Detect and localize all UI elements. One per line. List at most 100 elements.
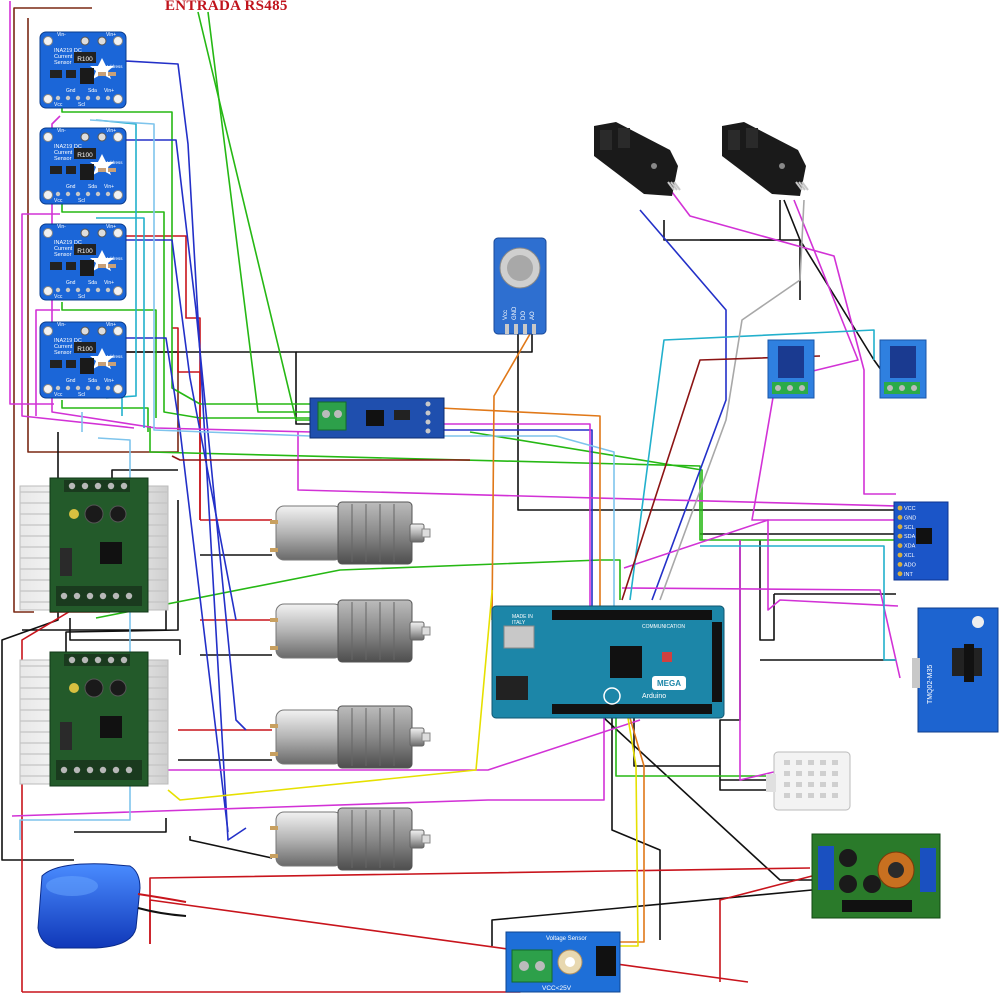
pin-label: Sda (88, 280, 97, 286)
wire-green (615, 718, 782, 777)
mount-hole (972, 616, 984, 628)
terminal-screw (125, 592, 133, 600)
sensor-title-line1: INA219 DC (54, 338, 82, 344)
vent-slot (808, 760, 814, 765)
header-pin (105, 287, 111, 293)
mount-hole (113, 132, 123, 142)
vent-slot (820, 793, 826, 798)
ic-chip (80, 68, 94, 84)
terminal-screw (68, 656, 76, 664)
motor-terminal (270, 618, 278, 622)
shunt-resistor (74, 148, 96, 159)
wire-magenta (623, 519, 899, 611)
wire-blue (440, 429, 593, 608)
terminal-screw (799, 385, 805, 391)
header-pin (65, 95, 71, 101)
pin-label: Vin+ (104, 88, 114, 94)
arduino-model: MEGA (657, 679, 681, 688)
vent-slot (808, 793, 814, 798)
wire-black (603, 717, 812, 881)
pin-label: Scl (78, 294, 85, 300)
relay-cube (890, 346, 916, 378)
wire-black (189, 836, 273, 859)
header-pin (897, 571, 903, 577)
wire-green (61, 106, 312, 405)
terminal-screw (887, 385, 893, 391)
wire-green (207, 11, 312, 413)
pin-label: Sda (88, 88, 97, 94)
terminal-screw (322, 410, 330, 418)
terminal-screw (787, 385, 793, 391)
chip (50, 262, 62, 270)
wire-red (112, 235, 201, 520)
header-pin (95, 287, 101, 293)
pin-label: Scl (78, 102, 85, 108)
battery-lead-black (137, 907, 187, 917)
header-pin (85, 191, 91, 197)
header-pin (65, 385, 71, 391)
header-pin (65, 191, 71, 197)
pin-label: Vin- (57, 32, 66, 38)
dc-motor-1 (270, 501, 431, 565)
pin-label: Scl (78, 198, 85, 204)
terminal-screw (81, 656, 89, 664)
motor-can (275, 811, 343, 867)
wire-magenta (21, 213, 135, 429)
wire-red (22, 972, 521, 993)
terminal-screw (899, 385, 905, 391)
digital-header-side (712, 622, 722, 702)
gas-pin-label: AO (530, 311, 536, 320)
imu-pin-label: GND (904, 515, 916, 521)
imu-board (893, 501, 949, 581)
wire-red (149, 867, 811, 944)
sensor-title-line2: Current (54, 54, 73, 60)
pin-label: Vin+ (104, 378, 114, 384)
mount-hole (113, 384, 123, 394)
imu-pin-label: INT (904, 572, 914, 578)
header-pin (523, 324, 527, 334)
pin-label: Vcc (54, 294, 63, 300)
smd (108, 362, 116, 366)
dc-motor-3 (270, 705, 431, 769)
wire-green (61, 400, 149, 432)
sensor-title-line3: Sensor (54, 350, 72, 356)
wire-green (149, 426, 896, 541)
slot-arm (728, 130, 740, 150)
wire-gray (659, 199, 805, 601)
capacitor (109, 505, 127, 523)
gearbox (337, 599, 413, 663)
header-pin (55, 385, 61, 391)
gearbox (337, 705, 413, 769)
ic-chip (80, 358, 94, 374)
gearbox (337, 807, 413, 871)
header-pin (425, 428, 431, 434)
sensor-title-line1: INA219 DC (54, 48, 82, 54)
pin-label: Vin+ (106, 322, 116, 328)
wire-magenta (168, 719, 641, 771)
capacitor (863, 875, 881, 893)
terminal-screw (73, 766, 81, 774)
terminal-screw (107, 482, 115, 490)
terminal-screw (86, 592, 94, 600)
wire-magenta (11, 718, 605, 817)
capacitor (839, 849, 857, 867)
arduino-board (491, 605, 725, 719)
transceiver-ic (366, 410, 384, 426)
wire-black (118, 351, 316, 425)
dht-sensor (766, 751, 851, 811)
wire-orange (439, 407, 601, 608)
pin-label: Vin+ (106, 32, 116, 38)
battery-body (37, 863, 141, 949)
i2c-address-label: I2C Address (98, 160, 123, 165)
shunt-resistor (74, 52, 96, 63)
battery-lead-red (137, 893, 187, 903)
terminal-screw (911, 385, 917, 391)
ir-board (722, 122, 806, 196)
mount-hole (113, 326, 123, 336)
pin-label: Vin+ (104, 280, 114, 286)
